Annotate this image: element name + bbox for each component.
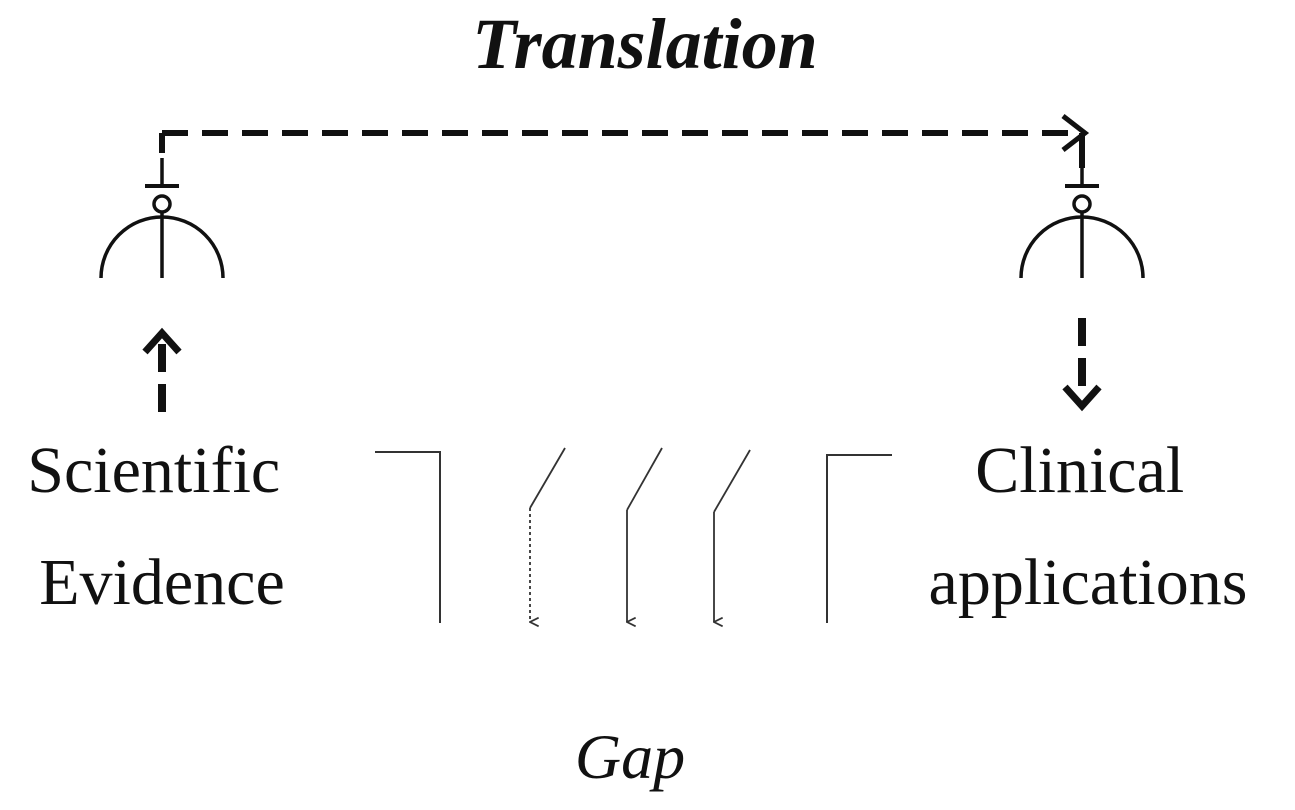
translation-arrow xyxy=(159,114,1090,168)
gap-label: Gap xyxy=(575,721,685,792)
right-label-line2: applications xyxy=(929,546,1248,619)
scientific-evidence-label: Scientific Evidence xyxy=(27,434,296,619)
gap-left-bracket xyxy=(375,451,441,623)
gap-right-bracket xyxy=(826,454,892,623)
up-arrow-icon xyxy=(142,327,182,412)
clinical-applications-label: Clinical applications xyxy=(929,434,1248,619)
left-connector-icon xyxy=(99,158,225,279)
gap-switch-1 xyxy=(530,447,566,622)
left-label-line1: Scientific xyxy=(27,434,280,507)
right-label-line1: Clinical xyxy=(975,434,1184,507)
gap-switch-2 xyxy=(627,447,663,622)
left-label-line2: Evidence xyxy=(39,546,285,619)
diagram-title: Translation xyxy=(472,4,817,84)
right-connector-icon xyxy=(1019,166,1145,279)
gap-switch-3 xyxy=(714,449,751,622)
down-arrow-icon xyxy=(1062,318,1102,412)
